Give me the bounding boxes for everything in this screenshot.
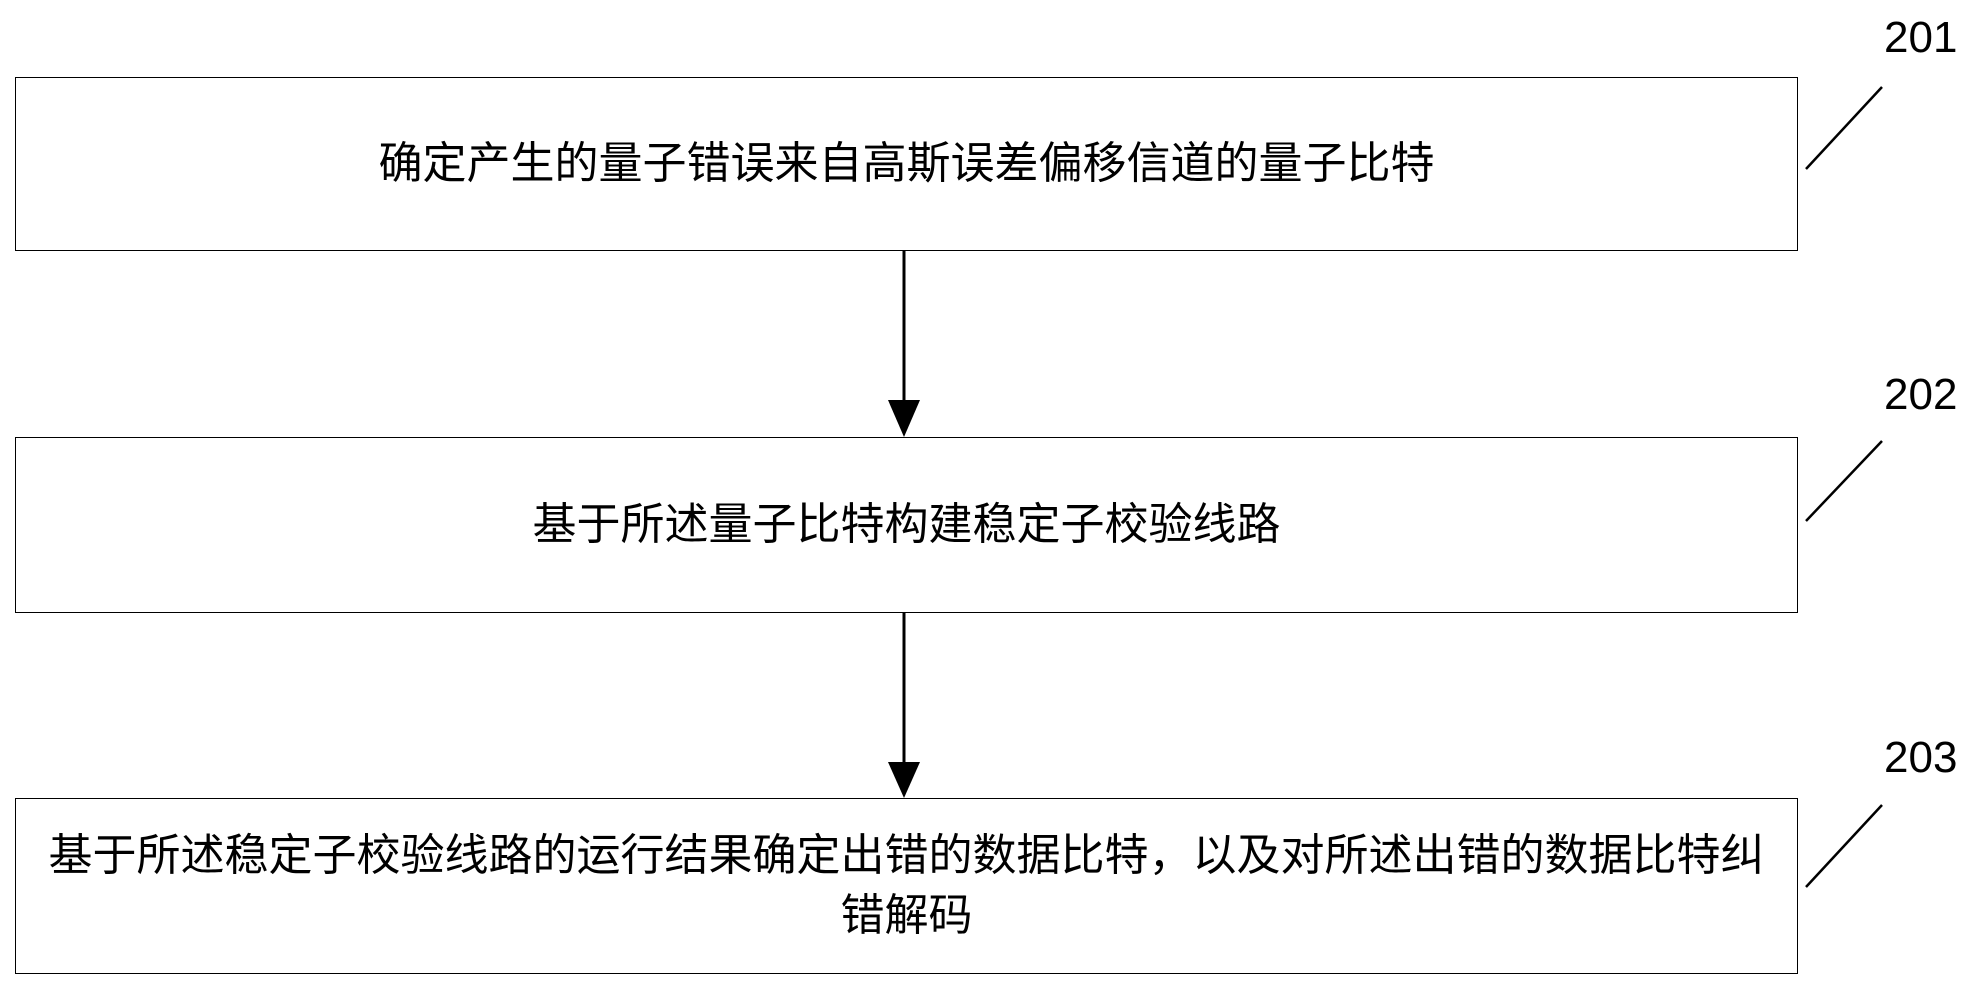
step-text-201: 确定产生的量子错误来自高斯误差偏移信道的量子比特 bbox=[378, 138, 1435, 189]
step-text-203: 基于所述稳定子校验线路的运行结果确定出错的数据比特，以及对所述出错的数据比特纠错… bbox=[48, 830, 1765, 941]
step-text-202: 基于所述量子比特构建稳定子校验线路 bbox=[532, 499, 1281, 550]
step-number-202: 202 bbox=[1884, 370, 1958, 419]
step-box-201: 确定产生的量子错误来自高斯误差偏移信道的量子比特 bbox=[15, 77, 1798, 251]
step-number-201: 201 bbox=[1884, 13, 1958, 62]
step-box-203: 基于所述稳定子校验线路的运行结果确定出错的数据比特，以及对所述出错的数据比特纠错… bbox=[15, 798, 1798, 974]
leader-line-202 bbox=[1805, 440, 1883, 522]
arrow-202-203-head bbox=[888, 762, 920, 798]
leader-line-203 bbox=[1805, 804, 1883, 888]
arrow-201-202-head bbox=[888, 400, 920, 437]
leader-line-201 bbox=[1805, 86, 1883, 170]
step-box-202: 基于所述量子比特构建稳定子校验线路 bbox=[15, 437, 1798, 613]
step-number-203: 203 bbox=[1884, 733, 1958, 782]
